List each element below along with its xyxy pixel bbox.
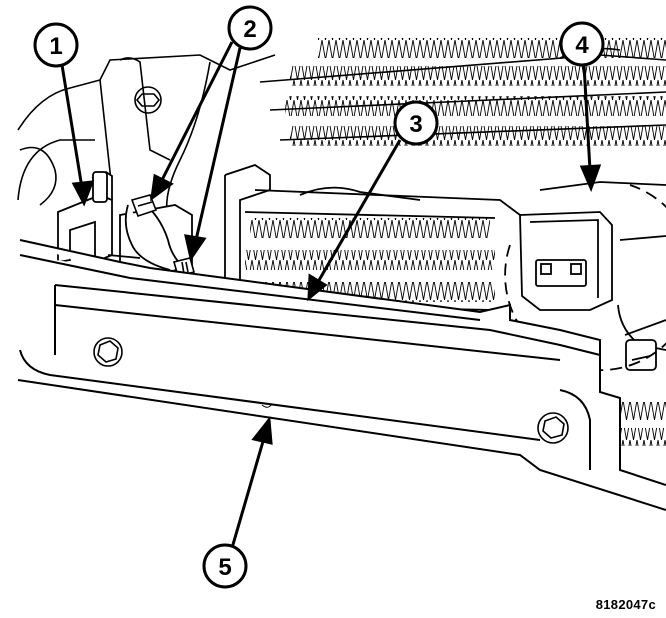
mounting-bracket-right <box>519 211 666 371</box>
callout-1-label: 1 <box>49 33 62 60</box>
callout-2-label: 2 <box>243 16 256 43</box>
wire-tie-clips <box>130 194 195 277</box>
air-dam-panel <box>17 239 666 511</box>
panel-reference-mark <box>261 403 273 408</box>
figure-id: 8182047c <box>595 597 656 612</box>
callout-5-label: 5 <box>218 554 231 581</box>
callout-5: 5 <box>202 543 248 589</box>
callout-2: 2 <box>227 5 273 51</box>
callout-3: 3 <box>393 100 439 146</box>
callout-4: 4 <box>559 21 605 67</box>
callout-3-label: 3 <box>409 111 422 138</box>
bolt-left <box>93 337 123 367</box>
bolt-right <box>537 412 569 444</box>
leader-arrows <box>60 41 602 549</box>
callout-1: 1 <box>33 22 79 68</box>
callout-4-label: 4 <box>575 32 589 59</box>
